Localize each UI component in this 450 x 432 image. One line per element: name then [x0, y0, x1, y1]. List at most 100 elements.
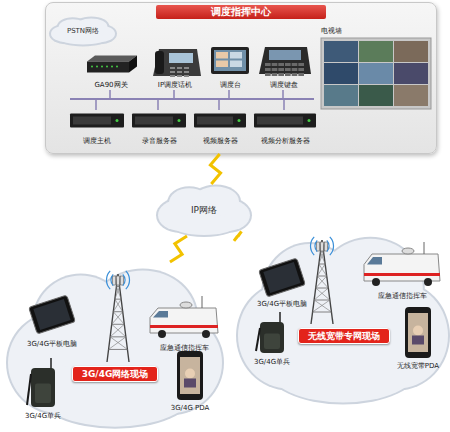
strap	[27, 374, 31, 405]
keyboard-key	[265, 63, 271, 66]
phone-key	[184, 75, 189, 77]
pda-figure	[184, 379, 196, 388]
device-side	[129, 56, 137, 73]
phone-handset	[155, 51, 164, 74]
wall-frame	[321, 38, 431, 109]
wall-screen	[324, 41, 358, 62]
radio-wave	[111, 274, 113, 285]
tower-brace	[116, 274, 118, 287]
tower-brace	[118, 274, 120, 287]
status-led	[91, 66, 93, 68]
tower-antenna	[321, 242, 324, 251]
console-frame	[211, 47, 249, 74]
tower-brace	[317, 276, 328, 288]
tower-brace	[317, 276, 326, 277]
backpack-body	[31, 368, 55, 407]
wall-screen	[324, 85, 358, 106]
tablet-shape	[29, 295, 76, 334]
soldier-icon	[16, 356, 70, 411]
tower-brace	[110, 336, 126, 337]
tablet-icon	[16, 290, 88, 339]
tablet-screen	[263, 262, 300, 293]
screen-tile	[216, 61, 228, 68]
bus-drop	[95, 99, 97, 110]
status-led	[308, 119, 311, 122]
tower-brace	[110, 324, 124, 337]
tower-leg	[118, 274, 129, 362]
tower-leg	[311, 240, 322, 324]
phone-key	[177, 71, 182, 73]
soldier-icon	[250, 310, 294, 357]
keyboard-key	[272, 73, 278, 76]
phone-base	[153, 49, 201, 76]
keyboard-key	[272, 63, 278, 66]
tower-brace	[317, 264, 325, 276]
keyboard-screen	[269, 50, 301, 60]
tower-brace	[112, 312, 123, 325]
radio-wave	[106, 271, 110, 289]
screen-tile	[230, 61, 242, 68]
wheel	[372, 278, 380, 286]
backpack-body	[260, 322, 284, 353]
vehicle-body	[150, 308, 218, 333]
bus-drop	[228, 90, 230, 99]
keyboard-body	[259, 47, 311, 74]
tower-antenna	[121, 276, 124, 285]
site-cloud: 3G/4G网络现场3G/4G平板电脑3G/4G单兵3G/4G PDA应急通信指挥…	[8, 262, 222, 430]
radio-wave	[310, 237, 314, 255]
tower-brace	[115, 299, 121, 300]
bus-drop	[173, 90, 175, 99]
bus-drop	[283, 99, 285, 110]
server-device: 视频分析服务器	[251, 109, 319, 145]
device-label: 3G/4G平板电脑	[6, 340, 98, 348]
keyboard-key	[285, 73, 291, 76]
radio-wave	[327, 240, 329, 251]
gateway-device: GA90网关	[81, 51, 141, 89]
device-label: 3G/4G平板电脑	[236, 300, 328, 308]
server-device: 录音服务器	[129, 109, 189, 145]
pda-device: 无线宽带PDA	[390, 304, 446, 370]
pda-body	[405, 307, 431, 358]
radio-wave	[123, 274, 125, 285]
command-vehicle: 应急通信指挥车	[360, 242, 444, 300]
status-led	[96, 66, 98, 68]
wall-screen	[394, 63, 428, 84]
status-led	[178, 119, 181, 122]
server-panel	[197, 117, 233, 125]
panel-header: 调度指挥中心	[156, 5, 326, 19]
tablet-body	[29, 295, 76, 334]
device-label: 3G/4G单兵	[240, 358, 304, 366]
keyboard-icon	[255, 41, 313, 80]
tower-brace	[320, 240, 322, 252]
wall-screen	[359, 63, 393, 84]
vehicle-stripe	[364, 273, 440, 276]
tower-brace	[112, 324, 126, 337]
server-icon	[129, 109, 189, 136]
tablet-body	[259, 258, 306, 297]
console-icon	[207, 41, 253, 80]
wall-screen	[324, 63, 358, 84]
status-led	[238, 119, 241, 122]
device-label: 应急通信指挥车	[136, 344, 232, 352]
tower-brace	[115, 299, 123, 312]
strap	[256, 328, 260, 351]
video-wall: 电视墙	[319, 27, 433, 111]
wall-screen	[394, 41, 428, 62]
keyboard-key	[285, 68, 291, 71]
vehicle-stripe	[150, 325, 218, 328]
keyboard-key	[292, 73, 298, 76]
tower-brace	[313, 312, 332, 313]
server-body	[132, 114, 186, 128]
tower-antenna	[325, 242, 328, 251]
keyboard-key	[265, 68, 271, 71]
tower-brace	[320, 252, 323, 253]
tower-brace	[116, 286, 119, 287]
server-body	[194, 114, 246, 128]
keyboard-key	[298, 68, 304, 71]
tvwall-icon	[319, 36, 433, 111]
tower-brace	[109, 337, 126, 350]
vehicle-window	[153, 311, 168, 318]
keyboard-key	[278, 68, 284, 71]
vehicle-body	[364, 254, 440, 281]
bus-drop	[218, 99, 220, 110]
